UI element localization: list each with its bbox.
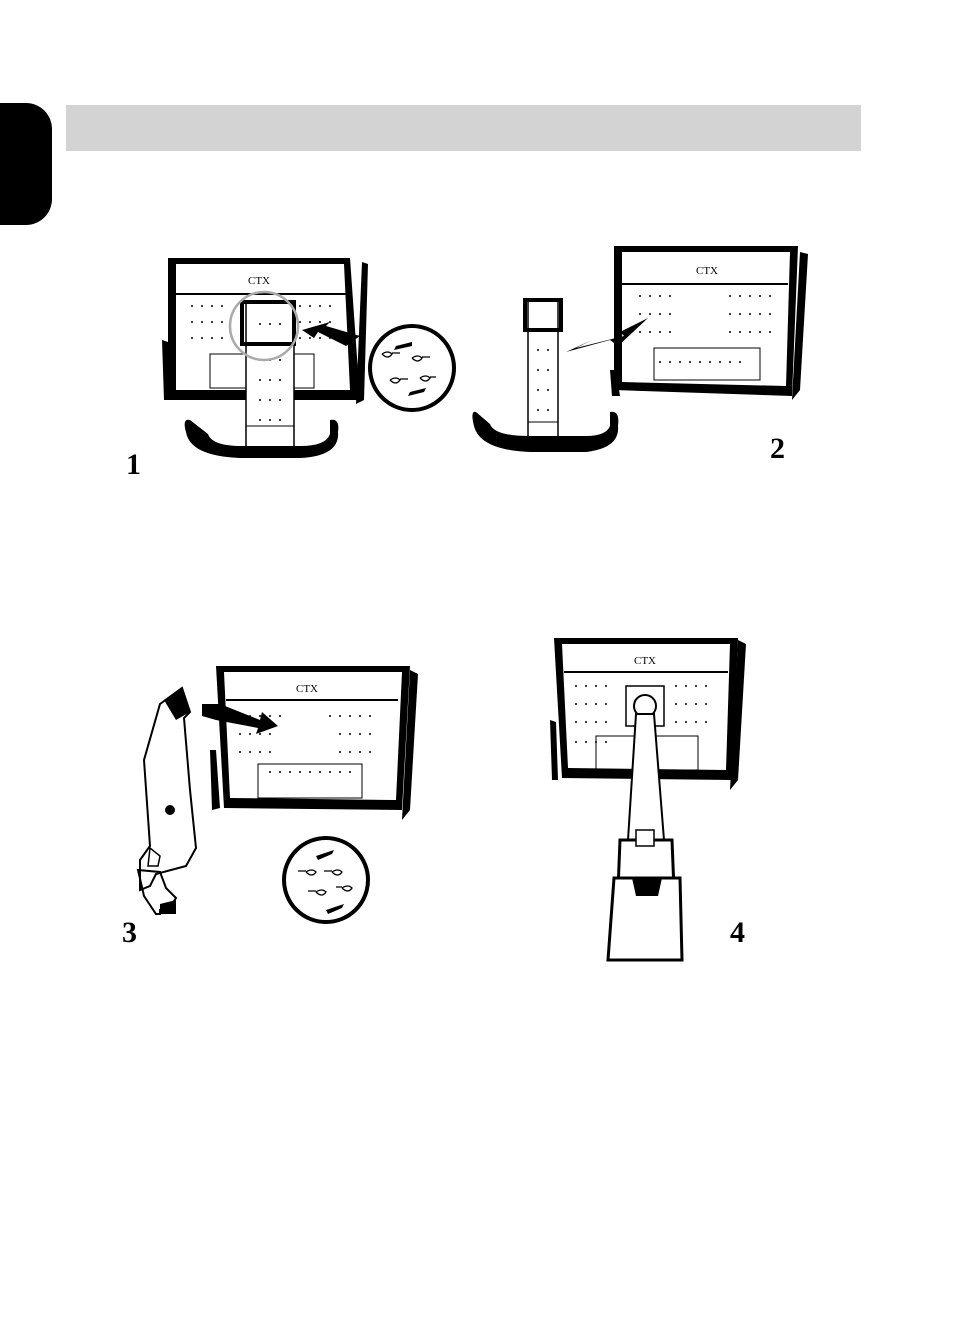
figure-3-illustration: CTX [120,660,430,950]
figure-1-monitor-rear-with-stand: CTX [150,250,470,490]
figure-4-assembled-monitor-on-arm: CTX 4 [540,630,780,970]
step-number-3: 3 [122,916,137,950]
step-number-1: 1 [126,448,141,482]
brand-label: CTX [248,275,270,287]
figure-2-stand-removed: CTX 2 [470,240,820,470]
figure-2-illustration: CTX [470,240,820,470]
step-number-4: 4 [730,916,745,950]
side-tab [0,103,52,225]
section-header-bar [66,105,861,151]
figure-1-illustration: CTX [150,250,470,490]
step-number-2: 2 [770,432,785,466]
brand-label-3: CTX [296,683,318,695]
figure-3-arm-attachment: CTX 3 [120,660,430,950]
brand-label-4: CTX [634,655,656,667]
brand-label-2: CTX [696,265,718,277]
